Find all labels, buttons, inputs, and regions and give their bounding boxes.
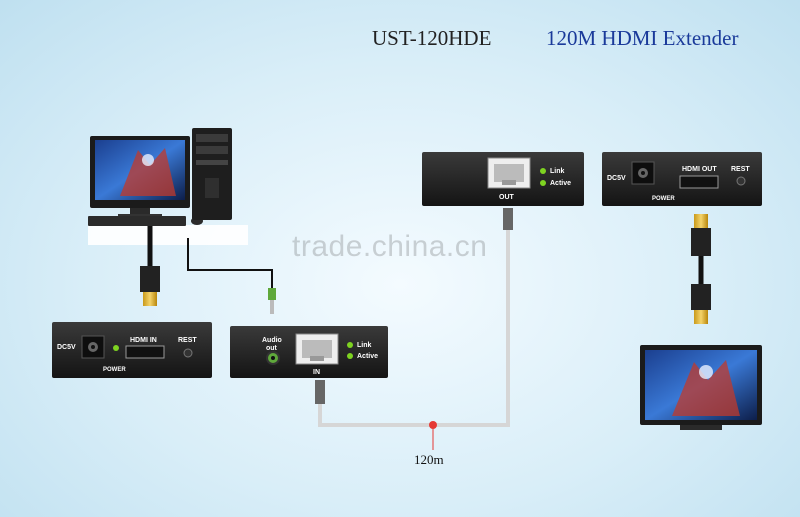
rx-hdmi-unit: DC5V HDMI OUT REST POWER xyxy=(602,152,762,206)
rest-button-rx xyxy=(736,176,746,186)
in-label: IN xyxy=(313,369,320,376)
link-led-rx xyxy=(540,168,546,174)
audio-cable xyxy=(187,238,276,314)
model-title: UST-120HDE xyxy=(372,26,492,50)
power-label-tx: POWER xyxy=(103,367,126,373)
display-tv xyxy=(640,345,762,430)
rx-network-unit: OUT Link Active xyxy=(422,152,584,206)
hdmi-cable-source xyxy=(140,226,160,306)
hdmi-cable-display xyxy=(691,214,711,324)
link-label-tx: Link xyxy=(357,342,371,349)
audio-label-2: out xyxy=(266,345,278,352)
tx-hdmi-unit: DC5V HDMI IN REST POWER xyxy=(52,322,212,378)
hdmi-out-label: HDMI OUT xyxy=(682,166,717,173)
active-label-rx: Active xyxy=(550,180,571,187)
active-label-tx: Active xyxy=(357,353,378,360)
hdmi-port-in xyxy=(125,345,165,359)
distance-marker xyxy=(429,421,437,429)
active-led-tx xyxy=(347,353,353,359)
hdmi-port-out xyxy=(679,175,719,189)
product-title: 120M HDMI Extender xyxy=(546,26,739,50)
link-label-rx: Link xyxy=(550,168,564,175)
tx-network-unit: Audio out IN Link Active xyxy=(230,326,388,378)
hdmi-in-label: HDMI IN xyxy=(130,337,157,344)
rest-button-tx xyxy=(183,348,193,358)
active-led-rx xyxy=(540,180,546,186)
rest-label-rx: REST xyxy=(731,166,750,173)
dc-label-tx: DC5V xyxy=(57,344,76,351)
audio-label-1: Audio xyxy=(262,337,282,344)
dc-label-rx: DC5V xyxy=(607,175,626,182)
distance-label: 120m xyxy=(414,452,444,467)
source-computer xyxy=(88,128,248,245)
link-led-tx xyxy=(347,342,353,348)
out-label: OUT xyxy=(499,194,515,201)
keyboard xyxy=(88,216,186,226)
watermark: trade.china.cn xyxy=(292,230,488,263)
power-label-rx: POWER xyxy=(652,196,675,202)
rest-label-tx: REST xyxy=(178,337,197,344)
network-cable xyxy=(315,208,513,450)
power-led-tx xyxy=(113,345,119,351)
